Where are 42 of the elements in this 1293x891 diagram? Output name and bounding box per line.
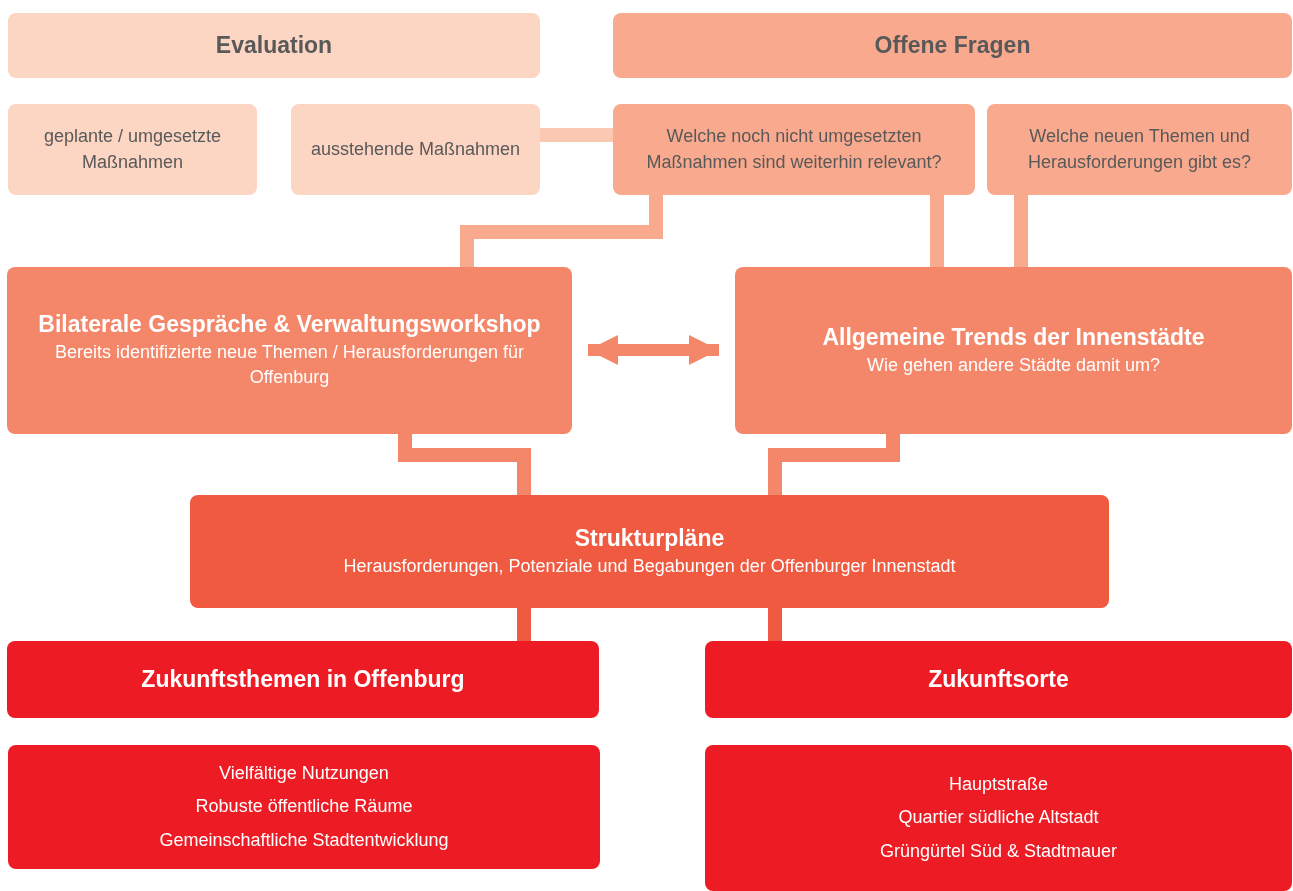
connector-bar — [398, 434, 531, 495]
list-item: Vielfältige Nutzungen — [219, 762, 389, 786]
node-text: Welche neuen Themen und Herausforderungen gibt es? — [1026, 125, 1253, 174]
process-box — [190, 495, 1109, 608]
connector-bar — [768, 434, 900, 495]
node-text: Bereits identifizierte neue Themen / Herausforderungen für Offenburg — [54, 341, 525, 390]
connector-bar — [1014, 195, 1028, 267]
list-box — [705, 745, 1292, 891]
process-box — [987, 104, 1292, 195]
process-box — [291, 104, 540, 195]
node-title: Evaluation — [215, 30, 333, 60]
process-box — [735, 267, 1292, 434]
node-text: Welche noch nicht umgesetzten Maßnahmen sind weiterhin relevant? — [645, 125, 943, 174]
node-title: Bilaterale Gespräche & Verwaltungsworkshop — [38, 310, 541, 340]
list-box — [8, 745, 600, 869]
connector-bar — [517, 608, 531, 641]
connector-bar — [768, 608, 782, 641]
list-item: Grüngürtel Süd & Stadtmauer — [879, 839, 1118, 863]
node-title: Offene Fragen — [874, 30, 1031, 60]
node-title: Strukturpläne — [574, 523, 725, 553]
node-title: Allgemeine Trends der Innenstädte — [822, 322, 1205, 352]
connector-bar — [460, 195, 663, 267]
header-box — [705, 641, 1292, 718]
list-item: Hauptstraße — [948, 773, 1048, 797]
connector-bar — [540, 128, 613, 142]
list-item: Robuste öffentliche Räume — [195, 795, 413, 819]
double-arrow — [588, 335, 719, 365]
node-text: ausstehende Maßnahmen — [310, 137, 521, 161]
connector-bar — [930, 195, 944, 267]
header-box — [7, 641, 599, 718]
node-title: Zukunftsthemen in Offenburg — [141, 664, 465, 694]
process-box — [8, 104, 257, 195]
node-text: geplante / umgesetzte Maßnahmen — [42, 125, 223, 174]
header-box — [8, 13, 540, 78]
header-box — [613, 13, 1292, 78]
node-text: Herausforderungen, Potenziale und Begabungen der Offenburger Innenstadt — [343, 554, 956, 578]
node-title: Zukunftsorte — [928, 664, 1069, 694]
list-item: Quartier südliche Altstadt — [898, 806, 1099, 830]
list-item: Gemeinschaftliche Stadtentwicklung — [159, 828, 449, 852]
process-box — [7, 267, 572, 434]
node-text: Wie gehen andere Städte damit um? — [866, 353, 1161, 377]
process-box — [613, 104, 975, 195]
